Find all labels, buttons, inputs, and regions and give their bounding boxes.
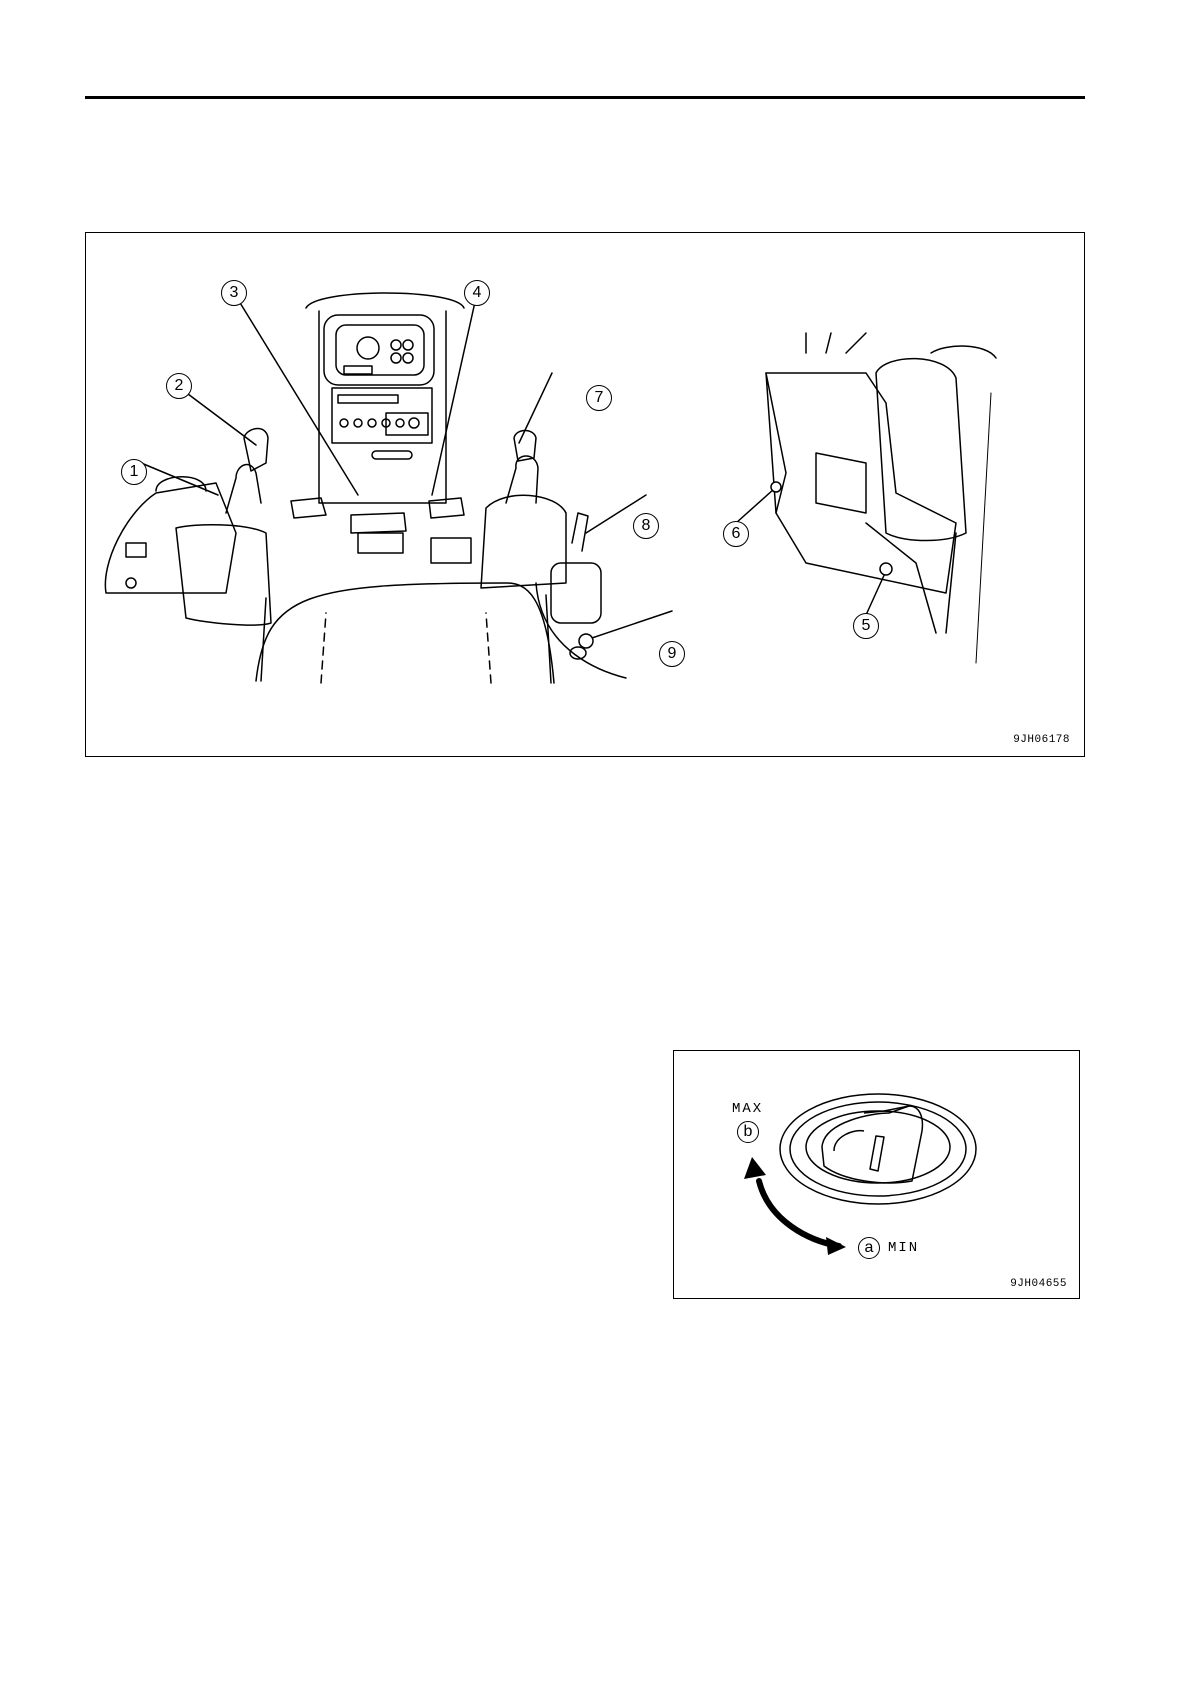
figure-code: 9JH06178 [1013,734,1070,746]
callout-2: 2 [166,373,192,399]
max-marker: b [737,1121,759,1143]
figure-code: 9JH04655 [1010,1278,1067,1290]
controls-illustration [86,233,1086,758]
min-label: MIN [888,1240,919,1256]
operator-controls-figure: 1 2 3 4 5 6 7 8 9 9JH06178 [85,232,1085,757]
header-rule [85,96,1085,99]
dial-illustration [674,1051,1081,1300]
callout-5: 5 [853,613,879,639]
fuel-control-dial-figure: MAX b a MIN 9JH04655 [673,1050,1080,1299]
callout-1: 1 [121,459,147,485]
callout-7: 7 [586,385,612,411]
callout-4: 4 [464,280,490,306]
max-label: MAX [732,1101,763,1117]
callout-8: 8 [633,513,659,539]
callout-6: 6 [723,521,749,547]
min-marker: a [858,1237,880,1259]
callout-9: 9 [659,641,685,667]
callout-3: 3 [221,280,247,306]
